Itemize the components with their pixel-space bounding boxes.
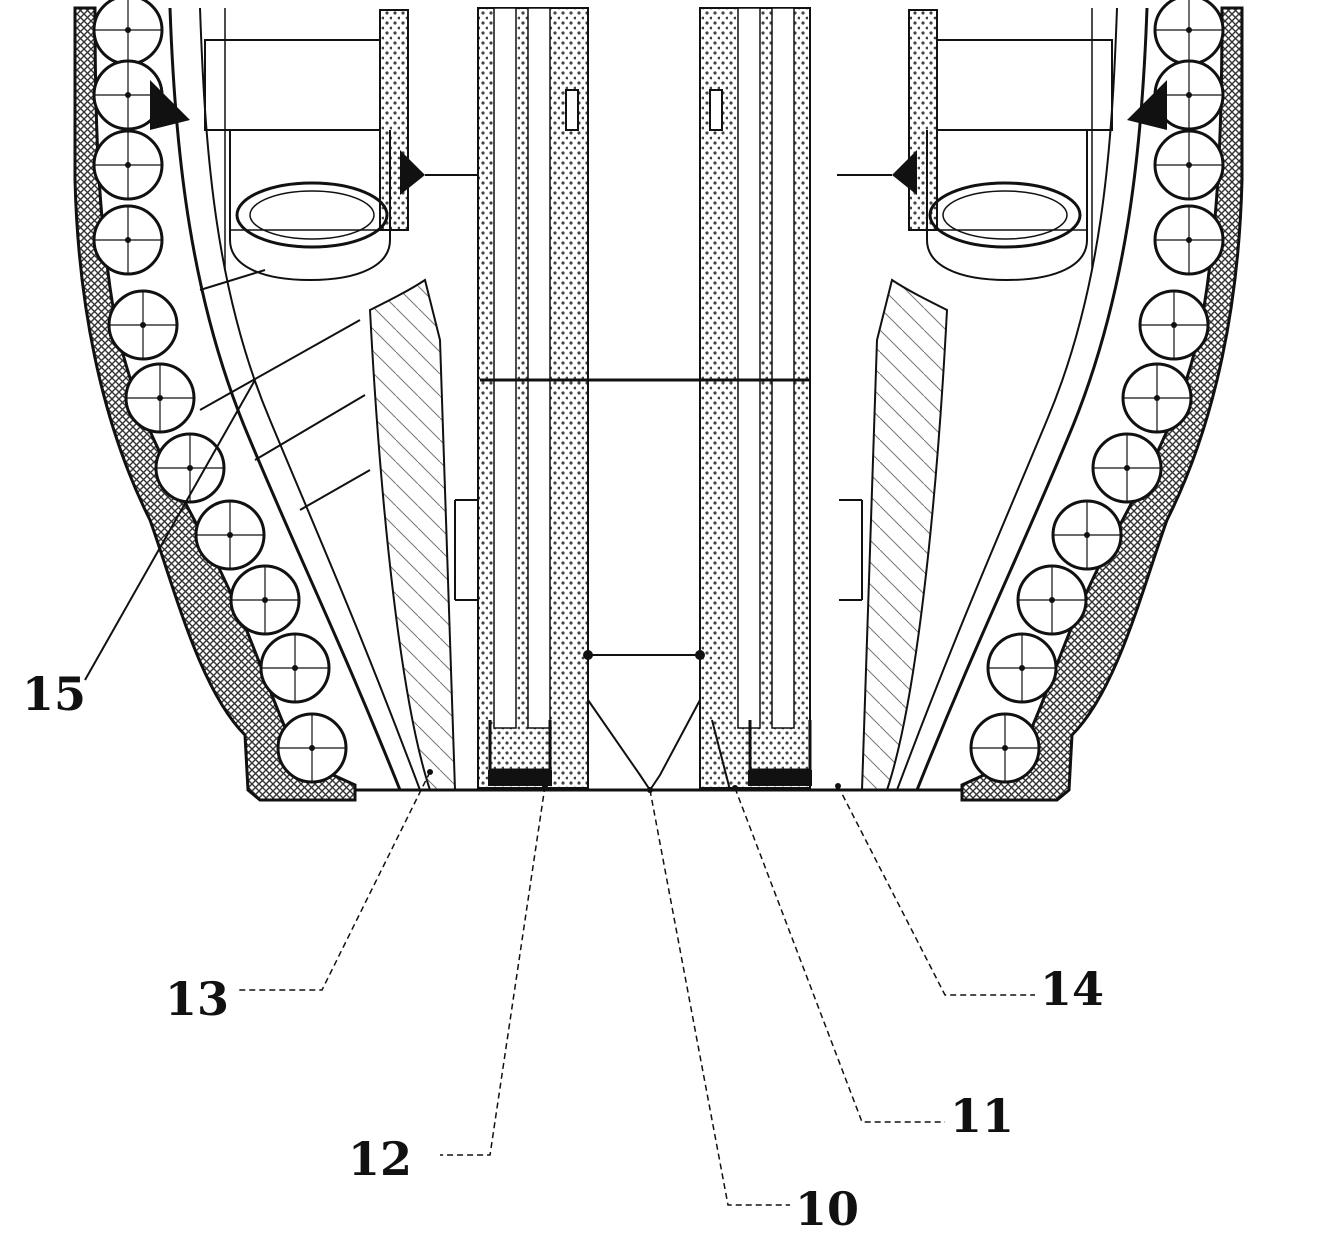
right-cooling-tube-row bbox=[969, 0, 1225, 784]
right-inner-wall bbox=[896, 7, 1149, 791]
right-tube-6 bbox=[1121, 362, 1193, 434]
left-tube-8 bbox=[194, 499, 266, 571]
left-tube-6 bbox=[124, 362, 196, 434]
leader-lines bbox=[238, 769, 1035, 1206]
left-cooling-tube-row bbox=[92, 0, 348, 784]
left-tube-4 bbox=[92, 204, 164, 276]
right-oval-port bbox=[928, 181, 1082, 249]
right-tube-1 bbox=[1153, 0, 1225, 66]
right-tube-9 bbox=[1016, 564, 1088, 636]
label-14: 14 bbox=[1040, 962, 1104, 1016]
left-fuel-channel bbox=[477, 7, 589, 789]
label-12: 12 bbox=[348, 1132, 412, 1186]
right-tube-8 bbox=[1051, 499, 1123, 571]
label-11: 11 bbox=[950, 1089, 1014, 1143]
left-tube-7 bbox=[154, 432, 226, 504]
central-oxygen-passage bbox=[480, 378, 810, 791]
right-tube-11 bbox=[969, 712, 1041, 784]
left-annular-chamber bbox=[150, 9, 480, 282]
right-tube-10 bbox=[986, 632, 1058, 704]
label-15-leaders bbox=[84, 269, 371, 681]
right-tube-4 bbox=[1153, 204, 1225, 276]
right-tube-7 bbox=[1091, 432, 1163, 504]
left-tube-10 bbox=[259, 632, 331, 704]
right-annular-chamber bbox=[837, 9, 1167, 282]
left-tube-5 bbox=[107, 289, 179, 361]
right-tube-3 bbox=[1153, 129, 1225, 201]
label-10: 10 bbox=[795, 1182, 859, 1236]
left-inner-wall bbox=[168, 7, 421, 791]
right-fuel-channel bbox=[699, 7, 812, 789]
left-tube-9 bbox=[229, 564, 301, 636]
label-15: 15 bbox=[22, 667, 86, 721]
label-13: 13 bbox=[165, 972, 229, 1026]
right-tube-5 bbox=[1138, 289, 1210, 361]
left-tube-11 bbox=[276, 712, 348, 784]
left-tube-1 bbox=[92, 0, 164, 66]
left-swirler-cone bbox=[368, 278, 478, 791]
right-swirler-cone bbox=[839, 278, 949, 791]
left-tube-3 bbox=[92, 129, 164, 201]
left-oval-port bbox=[235, 181, 389, 249]
